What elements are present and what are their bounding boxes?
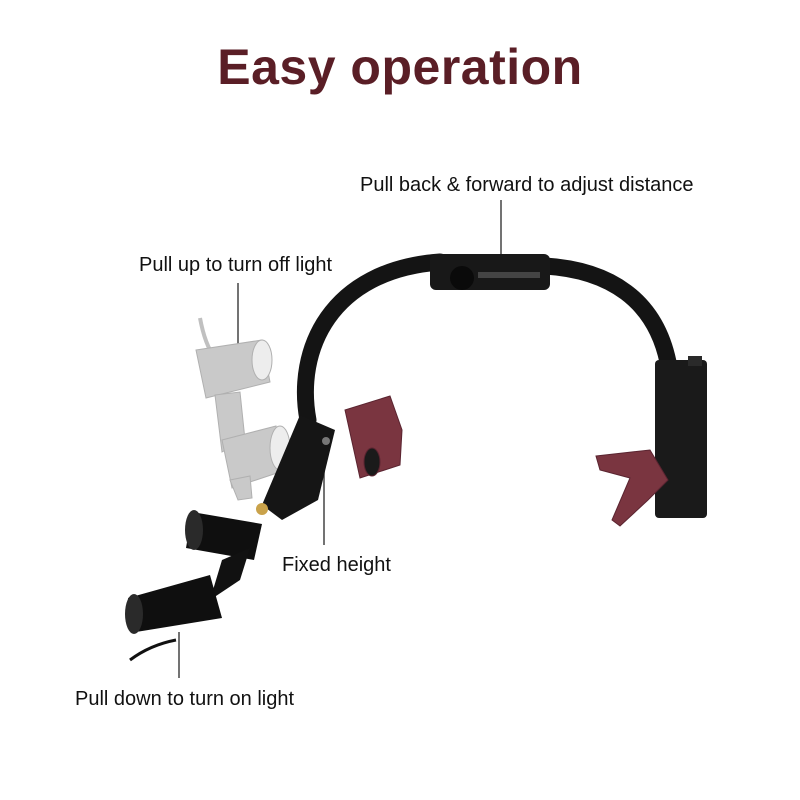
hinge [256,415,335,520]
turn-off-light-label: Pull up to turn off light [139,254,333,276]
pads [344,395,669,527]
fixed-height-label: Fixed height [282,554,391,576]
power-cable [129,638,177,662]
active-light-position [125,510,262,662]
turn-on-light-label: Pull down to turn on light [75,688,295,710]
battery-pack [655,360,707,518]
headband [296,253,707,518]
adjust-distance-label: Pull back & forward to adjust distance [360,174,694,196]
slider-knob [450,266,474,290]
hinge-screw [256,503,268,515]
ghost-light-position [195,317,291,501]
page-title: Easy operation [217,39,583,95]
